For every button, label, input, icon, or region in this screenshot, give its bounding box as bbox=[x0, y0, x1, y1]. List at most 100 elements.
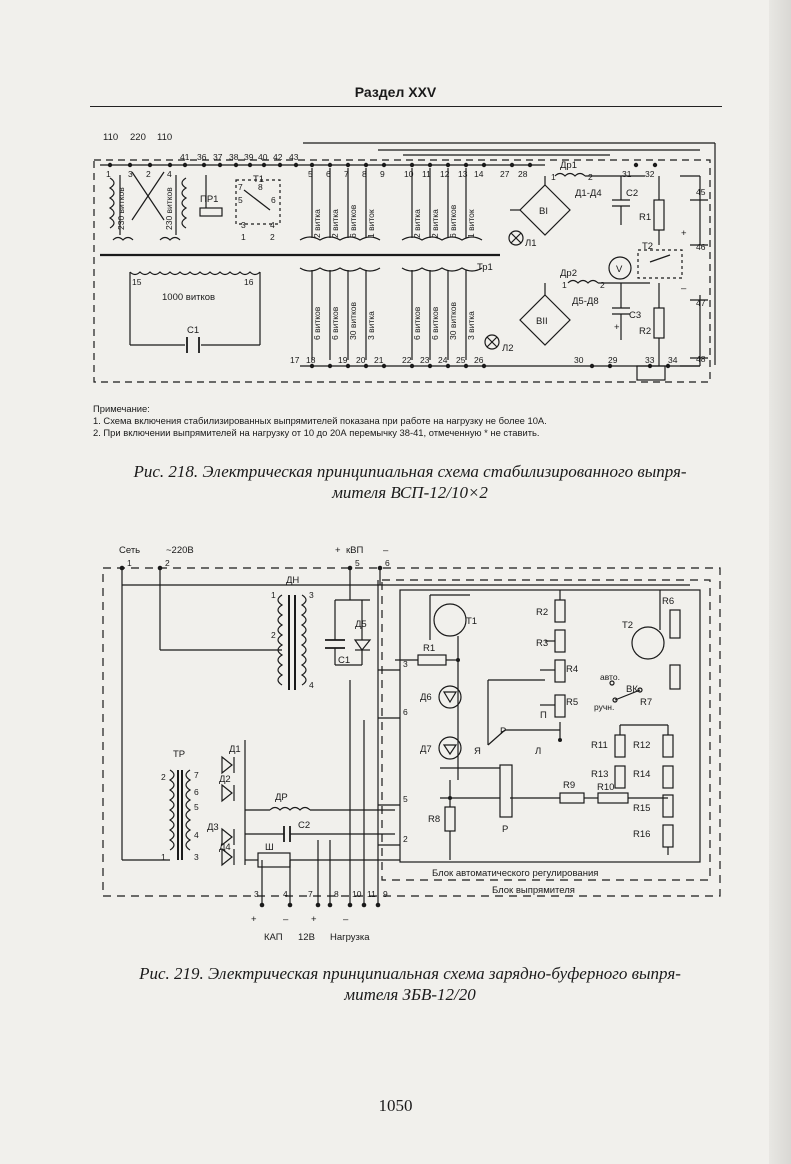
term-30: 30 bbox=[574, 355, 584, 365]
winding-top-8: 1 виток bbox=[466, 209, 476, 238]
out-minus-1: – bbox=[681, 283, 687, 294]
r15-label-219: R15 bbox=[633, 803, 650, 814]
r14-label-219: R14 bbox=[633, 769, 650, 780]
bt-8: 8 bbox=[334, 889, 339, 899]
term-22: 22 bbox=[402, 355, 412, 365]
term-34: 34 bbox=[668, 355, 678, 365]
r1-label-219: R1 bbox=[423, 643, 435, 654]
term-31: 31 bbox=[622, 169, 632, 179]
tr-w-2: 2 bbox=[161, 772, 166, 782]
page-edge-shadow bbox=[769, 0, 791, 1164]
winding-bottom-7: 30 витков bbox=[448, 301, 458, 340]
pr1-label: ПР1 bbox=[200, 194, 218, 205]
shunt-label: Ш bbox=[265, 842, 274, 853]
fig218-caption-line-2: мителя ВСП-12/10×2 bbox=[332, 483, 488, 502]
term-25: 25 bbox=[456, 355, 466, 365]
term-23: 23 bbox=[420, 355, 430, 365]
term-29: 29 bbox=[608, 355, 618, 365]
d2-label-219: Д2 bbox=[219, 774, 231, 785]
block-in-3: 3 bbox=[403, 659, 408, 669]
winding-bottom-4: 3 витка bbox=[366, 311, 376, 340]
fig219-caption-line-2: мителя ЗБВ-12/20 bbox=[344, 985, 476, 1004]
r7-label-219: R7 bbox=[640, 697, 652, 708]
term-40: 40 bbox=[258, 152, 268, 162]
bt-4: 4 bbox=[283, 889, 288, 899]
tr-w-6: 6 bbox=[194, 787, 199, 797]
t2-label: T2 bbox=[642, 241, 653, 252]
fig219-caption-line-1: Рис. 219. Электрическая принципиальная с… bbox=[139, 964, 681, 983]
winding-bottom-6: 6 витков bbox=[430, 306, 440, 340]
term-43: 43 bbox=[289, 152, 299, 162]
r3-label-219: R3 bbox=[536, 638, 548, 649]
term-38: 38 bbox=[229, 152, 239, 162]
sw-num-4: 4 bbox=[270, 220, 275, 230]
fig218-caption-line-1: Рис. 218. Электрическая принципиальная с… bbox=[133, 462, 687, 481]
tr-w-1: 1 bbox=[161, 852, 166, 862]
voltmeter-label: V bbox=[616, 264, 623, 275]
tap-110-right: 110 bbox=[157, 132, 172, 143]
bottom-terminals-219: 3 4 7 8 10 11 9 bbox=[254, 889, 388, 899]
r8-label-219: R8 bbox=[428, 814, 440, 825]
t1-label-219: T1 bbox=[466, 616, 477, 627]
term-46: 46 bbox=[696, 242, 706, 252]
term-3: 3 bbox=[128, 169, 133, 179]
r2-label-219: R2 bbox=[536, 607, 548, 618]
bt-10: 10 bbox=[352, 889, 362, 899]
term-10: 10 bbox=[404, 169, 414, 179]
d1-label-219: Д1 bbox=[229, 744, 241, 755]
winding-top-6: 2 витка bbox=[430, 209, 440, 238]
term-5: 5 bbox=[308, 169, 313, 179]
term-8: 8 bbox=[362, 169, 367, 179]
tr-w-7: 7 bbox=[194, 770, 199, 780]
bt-7: 7 bbox=[308, 889, 313, 899]
tr-label: ТР bbox=[173, 749, 185, 760]
note-title: Примечание: bbox=[93, 403, 150, 414]
dr2-label: Др2 bbox=[560, 268, 577, 279]
term-20: 20 bbox=[356, 355, 366, 365]
term-13: 13 bbox=[458, 169, 468, 179]
winding-bottom-1: 6 витков bbox=[312, 306, 322, 340]
term-19: 19 bbox=[338, 355, 348, 365]
c3-label: C3 bbox=[629, 310, 641, 321]
r5-label-219: R5 bbox=[566, 697, 578, 708]
ya-label: Я bbox=[474, 746, 481, 757]
tap-220: 220 bbox=[130, 132, 146, 143]
figure-218-schematic: 110 220 110 1 3 2 4 41 36 37 38 39 40 42… bbox=[93, 132, 716, 383]
primary-winding-right-label: 230 витков bbox=[164, 187, 174, 230]
sw-num-8: 8 bbox=[258, 182, 263, 192]
tr1-label: Тр1 bbox=[477, 262, 493, 273]
term-4: 4 bbox=[167, 169, 172, 179]
block-rect-label: Блок выпрямителя bbox=[492, 885, 575, 896]
term-6: 6 bbox=[326, 169, 331, 179]
r9-label-219: R9 bbox=[563, 780, 575, 791]
sw-num-2: 2 bbox=[270, 232, 275, 242]
winding-top-3: 6 витков bbox=[348, 204, 358, 238]
term-1: 1 bbox=[106, 169, 111, 179]
d5-label: Д5 bbox=[355, 619, 367, 630]
c1-label-219: C1 bbox=[338, 655, 350, 666]
winding-top-5: 2 витка bbox=[412, 209, 422, 238]
fig218-side-terminals: 45 46 47 48 bbox=[696, 187, 706, 364]
top-term-2: 2 bbox=[165, 558, 170, 568]
avto-label: авто. bbox=[600, 672, 620, 682]
winding-numbers: 1 2 3 4 1 2 3 4 5 6 7 bbox=[161, 590, 314, 862]
bt-3: 3 bbox=[254, 889, 259, 899]
r2-label: R2 bbox=[639, 326, 651, 337]
term-42: 42 bbox=[273, 152, 283, 162]
kap-minus: – bbox=[283, 914, 289, 925]
d4-label-219: Д4 bbox=[219, 842, 231, 853]
load-minus: – bbox=[343, 914, 349, 925]
fig218-caption: Рис. 218. Электрическая принципиальная с… bbox=[80, 461, 740, 503]
ruchn-label: ручн. bbox=[594, 702, 614, 712]
term-9: 9 bbox=[380, 169, 385, 179]
term-7: 7 bbox=[344, 169, 349, 179]
r12-label-219: R12 bbox=[633, 740, 650, 751]
bi-label: BI bbox=[539, 206, 548, 217]
block-inputs: 3 6 5 2 bbox=[403, 659, 408, 844]
c3-plus: + bbox=[614, 322, 620, 333]
r13-label-219: R13 bbox=[591, 769, 608, 780]
c2-label: C2 bbox=[626, 188, 638, 199]
term-2: 2 bbox=[146, 169, 151, 179]
dr-label: ДР bbox=[275, 792, 288, 803]
c2-label-219: C2 bbox=[298, 820, 310, 831]
